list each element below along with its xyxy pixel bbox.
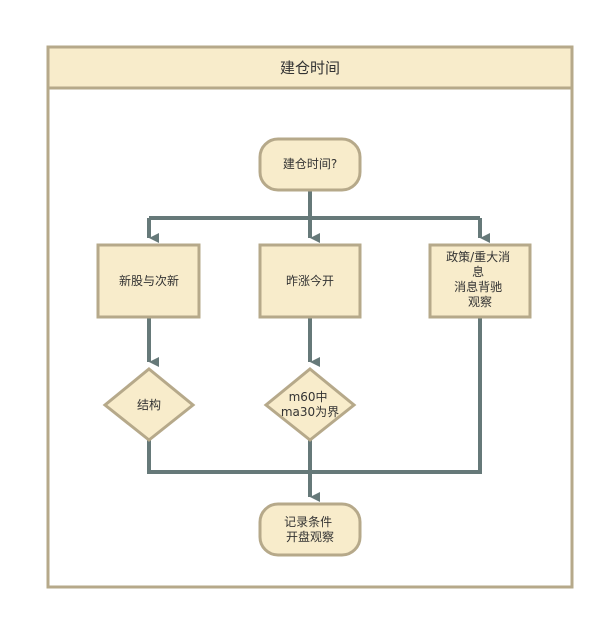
edge-structure-to-merge [147, 440, 310, 474]
new-stock-label-line: 新股与次新 [119, 273, 179, 288]
start-terminal-shape [258, 137, 362, 192]
start-label-line: 建仓时间? [283, 157, 337, 171]
policy-label-line: 观察 [468, 295, 492, 309]
edges [147, 190, 490, 502]
end-terminal-shape [258, 502, 362, 557]
node-new-stock: 新股与次新 [96, 243, 201, 319]
ma-check-decision-shape [263, 367, 357, 442]
node-structure: 结构 [102, 367, 196, 442]
policy-label-line: 息 [472, 264, 484, 279]
policy-label-line: 消息背驰 [454, 279, 502, 294]
node-gap-up: 昨涨今开 [258, 243, 362, 319]
end-label-line: 开盘观察 [286, 529, 334, 544]
node-start: 建仓时间? [258, 137, 362, 192]
gap-up-label: 昨涨今开 [286, 273, 334, 288]
end-label: 记录条件 开盘观察 [284, 515, 336, 544]
node-end: 记录条件 开盘观察 [258, 502, 362, 557]
policy-process-shape [428, 243, 532, 319]
policy-label-line: 政策/重大消 [446, 250, 510, 264]
new-stock-label: 新股与次新 [119, 273, 179, 288]
start-label: 建仓时间? [283, 157, 337, 171]
gap-up-process-shape [258, 243, 362, 319]
ma-check-label-line: m60中 [289, 389, 328, 404]
structure-label-line: 结构 [137, 397, 161, 412]
diagram-title: 建仓时间 [280, 59, 340, 77]
node-policy: 政策/重大消 息 消息背驰 观察 [428, 243, 532, 319]
gap-up-label-line: 昨涨今开 [286, 273, 334, 288]
container-header [46, 45, 574, 90]
end-label-line: 记录条件 [284, 515, 332, 529]
edge-policy-to-merge [310, 317, 482, 474]
structure-label: 结构 [137, 397, 161, 412]
node-ma-check: m60中 ma30为界 [263, 367, 357, 442]
new-stock-process-shape [96, 243, 201, 319]
structure-decision-shape [102, 367, 196, 442]
policy-label: 政策/重大消 息 消息背驰 观察 [446, 250, 514, 309]
ma-check-label-line: ma30为界 [281, 405, 339, 419]
ma-check-label: m60中 ma30为界 [281, 389, 339, 419]
